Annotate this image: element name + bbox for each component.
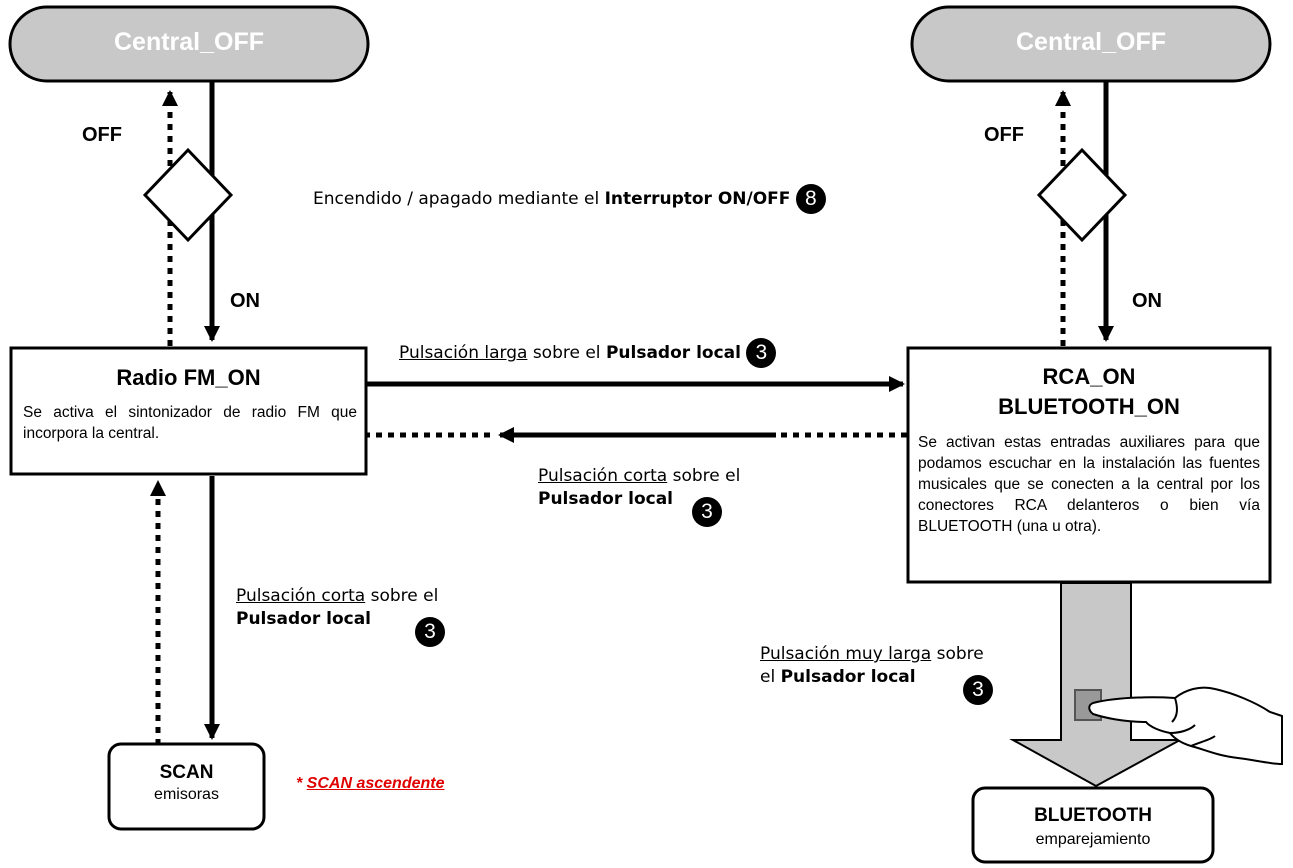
scan-sub: emisoras: [154, 786, 219, 803]
central-off-right-pill: [910, 5, 1272, 83]
very-long-press-line2: el Pulsador local: [760, 666, 916, 688]
very-long-press-arrow: [1009, 582, 1181, 788]
central-off-left-pill: [8, 5, 370, 83]
radio-fm-text: Se activa el sintonizador de radio FM qu…: [23, 404, 357, 442]
rca-title: RCA_ON: [1042, 364, 1136, 389]
long-press-caption: Pulsación larga sobre el Pulsador local …: [399, 338, 777, 368]
short-press-down-underline: Pulsación corta: [236, 586, 366, 606]
long-press-bold: Pulsador local: [605, 343, 741, 363]
very-long-press-underline: Pulsación muy larga: [760, 644, 932, 664]
scan-note-star: *: [296, 775, 307, 792]
long-press-underline: Pulsación larga: [399, 343, 528, 363]
very-long-press-prefix: el: [760, 667, 781, 687]
short-press-mid-line1: Pulsación corta sobre el: [538, 465, 740, 487]
central-off-left-label: Central_OFF: [113, 28, 265, 56]
bluetooth-pair-title: BLUETOOTH: [1034, 805, 1152, 826]
finger-press-icon: [1074, 686, 1283, 766]
short-press-down-badge: 3: [415, 617, 445, 647]
off-label-right: OFF: [984, 124, 1024, 146]
on-label-left: ON: [230, 290, 260, 312]
very-long-press-mid: sobre: [931, 644, 984, 664]
very-long-press-badge: 3: [963, 675, 993, 705]
switch-caption-bold: Interruptor ON/OFF: [604, 189, 791, 209]
off-label-left: OFF: [82, 124, 122, 146]
switch-diamond-left: [142, 147, 234, 243]
short-press-down-mid: sobre el: [365, 586, 439, 606]
scan-title: SCAN: [159, 762, 214, 783]
radio-fm-box: [9, 346, 368, 476]
short-press-down-bold: Pulsador local: [236, 609, 372, 629]
switch-diamond-right: [1036, 147, 1128, 243]
short-press-mid-mid: sobre el: [667, 466, 741, 486]
long-press-badge: 3: [746, 338, 777, 368]
scan-box: [107, 742, 266, 831]
scan-note-text: SCAN ascendente: [306, 775, 445, 792]
on-label-right: ON: [1132, 290, 1162, 312]
bluetooth-pair-box: [971, 786, 1215, 864]
switch-badge: 8: [795, 184, 826, 214]
bluetooth-pair-sub: emparejamiento: [1035, 831, 1151, 848]
very-long-press-line1: Pulsación muy larga sobre: [760, 643, 984, 665]
short-press-mid-bold: Pulsador local: [538, 489, 674, 509]
switch-caption-prefix: Encendido / apagado mediante el: [313, 189, 605, 209]
short-press-mid-underline: Pulsación corta: [538, 466, 668, 486]
central-off-right-label: Central_OFF: [1015, 28, 1167, 56]
radio-fm-title: Radio FM_ON: [116, 365, 261, 390]
scan-note: * SCAN ascendente: [296, 775, 445, 793]
short-press-mid-badge: 3: [692, 497, 722, 527]
very-long-press-bold: Pulsador local: [780, 667, 916, 687]
bluetooth-on-title: BLUETOOTH_ON: [998, 394, 1180, 419]
short-press-down-line1: Pulsación corta sobre el: [236, 585, 438, 607]
rca-bluetooth-text: Se activan estas entradas auxiliares par…: [918, 434, 1260, 535]
switch-caption: Encendido / apagado mediante el Interrup…: [313, 184, 826, 214]
long-press-mid: sobre el: [527, 343, 606, 363]
